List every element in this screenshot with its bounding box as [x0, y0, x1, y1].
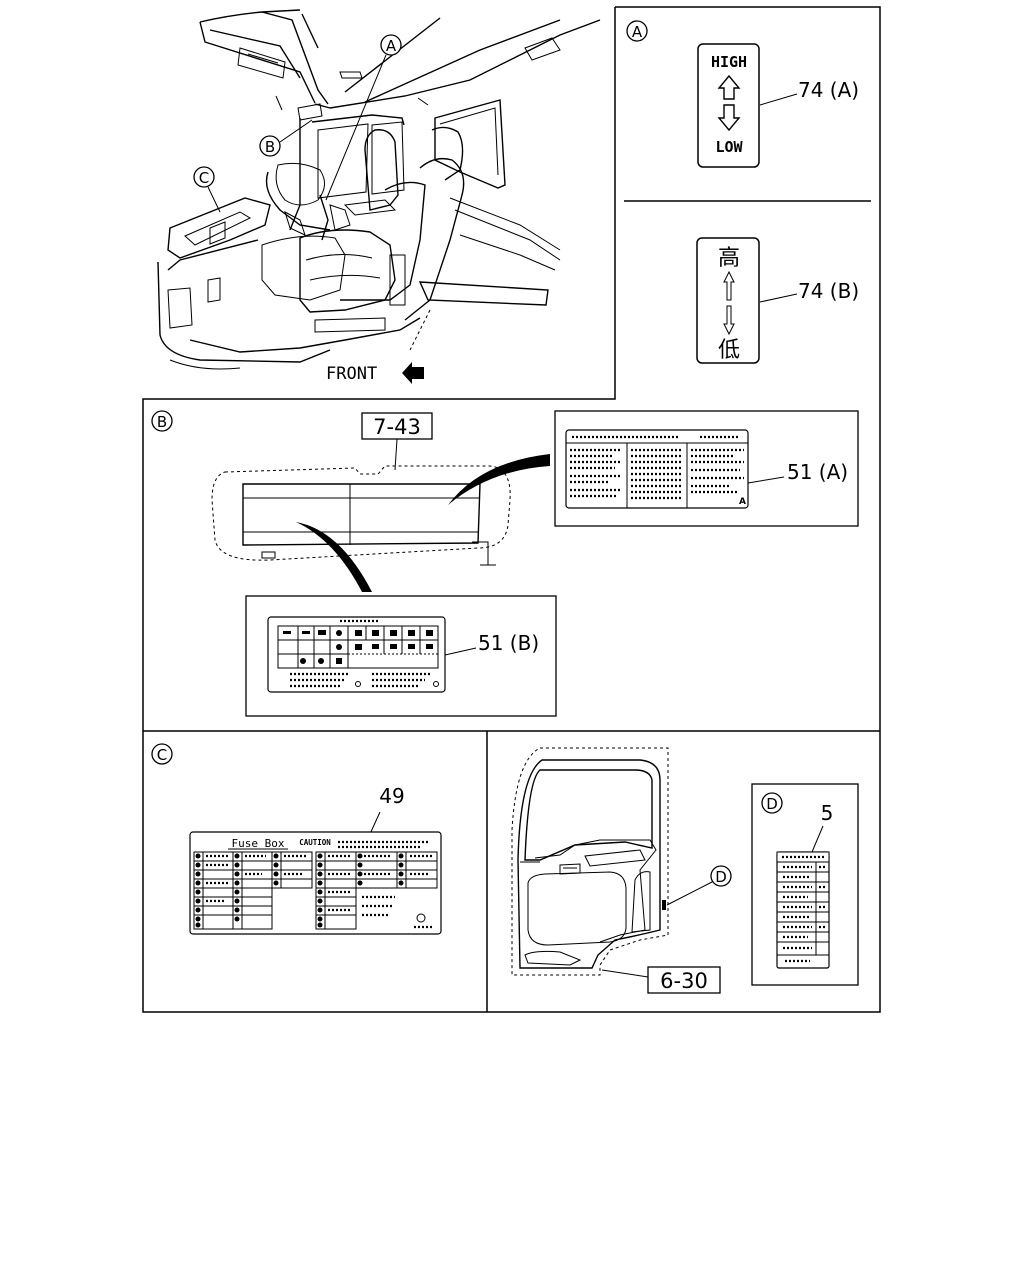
arrow-down-thin-icon [723, 305, 735, 336]
cab-marker-c: C [193, 166, 221, 213]
label-74a: HIGH LOW [697, 43, 760, 168]
label-51a-inner-mark: A [739, 497, 746, 507]
panel-a-circle-label: A [632, 23, 643, 41]
label-51b [267, 616, 446, 693]
cab-marker-c-text: C [199, 169, 209, 187]
label-kanji-high-text: 高 [718, 246, 740, 271]
arrow-down-icon [717, 104, 741, 132]
sun-visor-illustration [211, 465, 511, 566]
label-74b: 高 低 [696, 237, 760, 364]
label-51a: A [565, 429, 749, 509]
fuse-title: Fuse Box [232, 837, 285, 850]
front-label: FRONT [326, 364, 377, 384]
arrow-up-icon [717, 74, 741, 100]
callout-49: 49 [379, 784, 404, 808]
fuse-caution: CAUTION [299, 838, 331, 847]
label-49-fuse-box: Fuse Box CAUTION [189, 831, 442, 935]
cab-marker-b: B [259, 119, 313, 157]
panel-b: B 7-43 [151, 410, 859, 717]
label-kanji-low-text: 低 [718, 338, 740, 363]
callout-5: 5 [821, 801, 834, 825]
callout-51a: 51 (A) [787, 460, 848, 484]
visor-callout: 7-43 [373, 415, 421, 439]
panel-d: D 6-30 D 5 [511, 747, 859, 994]
front-arrow-icon [402, 362, 424, 384]
panel-frames [142, 6, 881, 1013]
panel-c-circle-label: C [157, 746, 167, 764]
leader-sweep-51b [296, 522, 372, 592]
front-direction-indicator: FRONT [326, 362, 424, 384]
callout-51b: 51 (B) [478, 631, 539, 655]
label-5 [776, 851, 830, 969]
cab-interior-illustration [157, 9, 601, 370]
leader-sweep-51a [448, 454, 550, 505]
callout-74a: 74 (A) [798, 78, 859, 102]
door-callout: 6-30 [660, 969, 708, 993]
cab-marker-a-text: A [386, 37, 397, 55]
arrow-up-thin-icon [723, 270, 735, 301]
door-marker-d-text: D [715, 868, 727, 886]
label-high-text: HIGH [711, 53, 747, 71]
panel-d-circle-label: D [766, 795, 778, 813]
label-low-text: LOW [715, 138, 743, 156]
cab-marker-a: A [325, 34, 402, 201]
door-illustration [511, 747, 669, 976]
door-marker-d: D [662, 865, 732, 910]
panel-b-circle-label: B [157, 413, 167, 431]
panel-a: A HIGH LOW 74 (A) 高 低 74 (B) [624, 20, 871, 364]
panel-c: C 49 Fuse Box CAUTION [151, 743, 442, 935]
callout-74b: 74 (B) [798, 279, 859, 303]
cab-marker-b-text: B [265, 138, 275, 156]
